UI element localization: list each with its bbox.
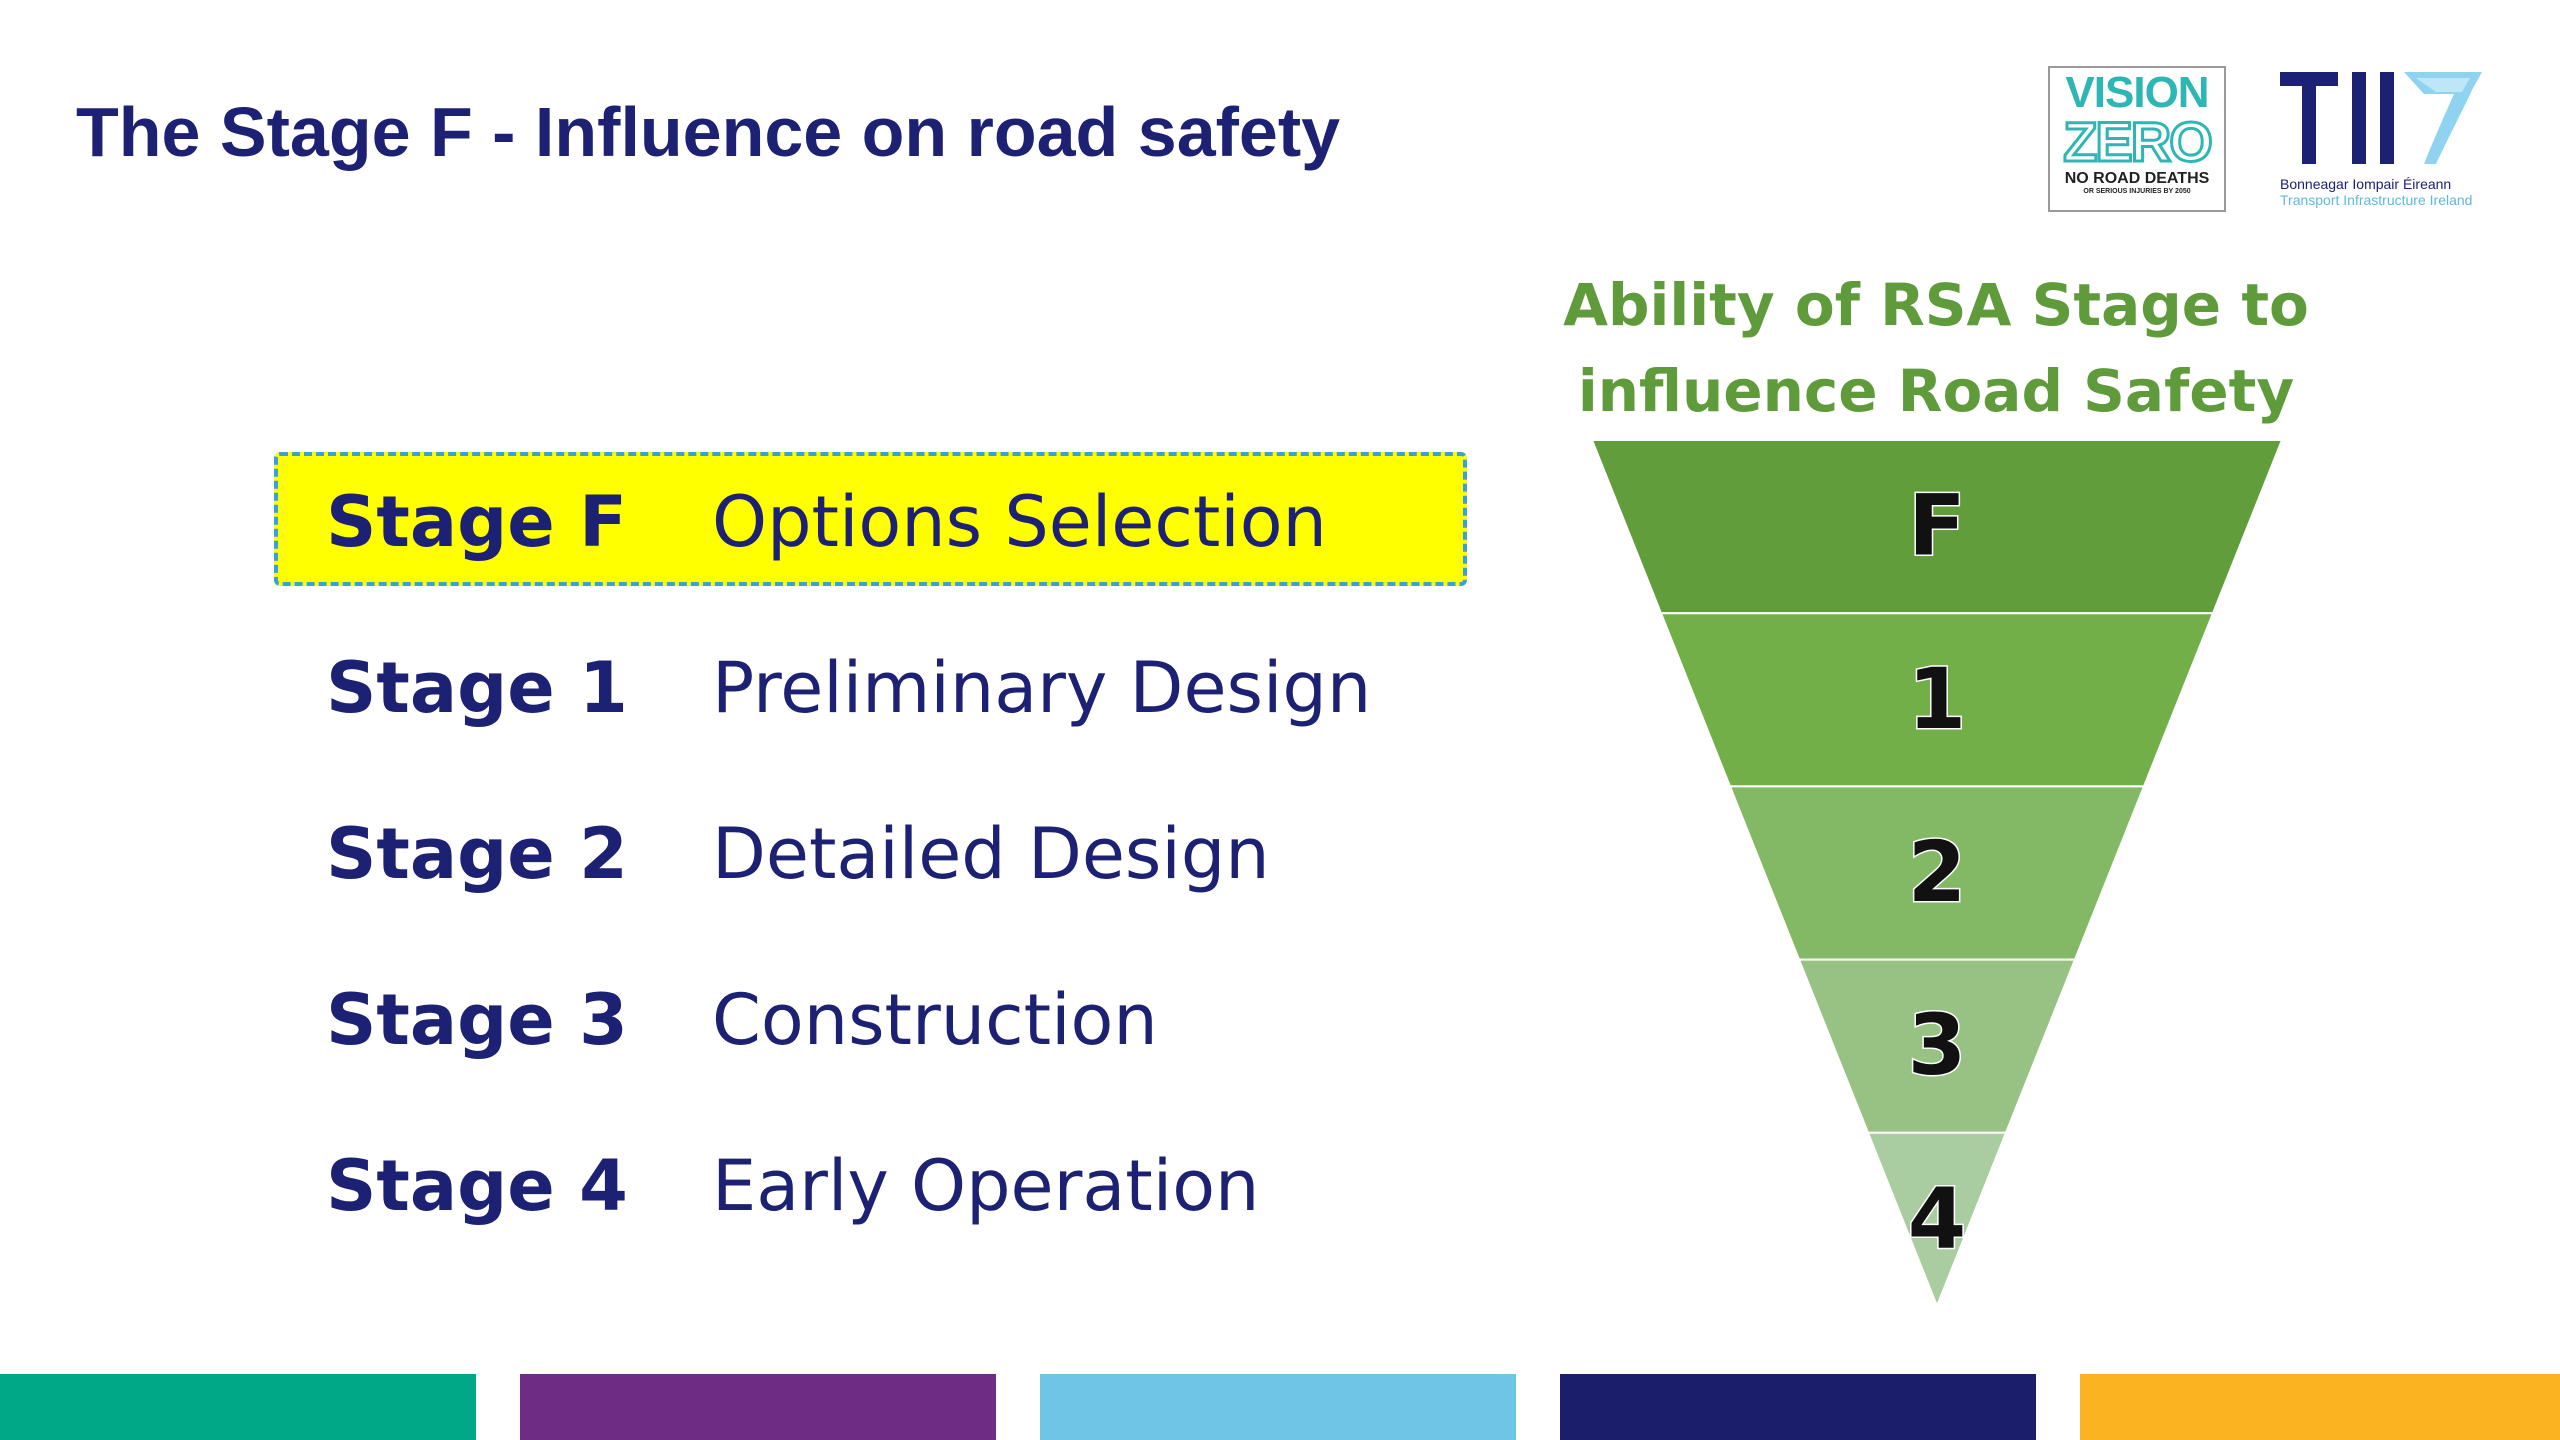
footer-color-bar [2080,1374,2560,1440]
funnel-title-line1: Ability of RSA Stage to [1563,271,2309,339]
vision-zero-logo: VISION ZERO NO ROAD DEATHS OR SERIOUS IN… [2048,66,2226,212]
tii-english-name: Transport Infrastructure Ireland [2280,192,2473,208]
stage-id: Stage 1 [326,647,628,729]
stage-row: Stage 2 Detailed Design [0,804,1500,904]
stage-id: Stage 3 [326,979,628,1061]
funnel-level-label: 1 [1908,650,1966,748]
stage-name: Options Selection [712,481,1327,563]
stage-id: Stage F [326,481,627,563]
stage-id: Stage 2 [326,813,628,895]
vision-zero-subtagline: OR SERIOUS INJURIES BY 2050 [2083,188,2191,195]
stage-row: Stage 3 Construction [0,970,1500,1070]
vision-zero-tagline: NO ROAD DEATHS [2064,170,2210,187]
stage-name: Preliminary Design [712,647,1372,729]
funnel-level-label: 3 [1908,996,1966,1094]
stage-row: Stage 4 Early Operation [0,1136,1500,1236]
funnel-level-label: F [1908,477,1965,575]
tii-irish-name: Bonneagar Iompair Éireann [2280,176,2452,192]
funnel-level-label: 2 [1908,823,1966,921]
stage-row: Stage 1 Preliminary Design [0,638,1500,738]
stage-id: Stage 4 [326,1145,628,1227]
funnel-level [1866,1131,2008,1309]
tii-logo: Bonneagar Iompair Éireann Transport Infr… [2276,64,2486,214]
footer-color-bar [0,1374,476,1440]
stage-row: Stage F Options Selection [0,472,1500,572]
vision-zero-logo-line2: ZERO [2062,110,2215,173]
footer-color-bar [1560,1374,2036,1440]
stage-name: Construction [712,979,1158,1061]
stage-name: Early Operation [712,1145,1260,1227]
funnel-title: Ability of RSA Stage to influence Road S… [1536,262,2336,434]
footer-color-bar [1040,1374,1516,1440]
slide-title: The Stage F - Influence on road safety [76,93,1341,171]
footer-color-bar [520,1374,996,1440]
stage-name: Detailed Design [712,813,1270,895]
tii-logo-mark [2280,72,2482,164]
stage-f-highlight [274,452,1467,586]
funnel-level-label: 4 [1908,1169,1966,1267]
vision-zero-logo-line1: VISION [2065,68,2209,117]
funnel-title-line2: influence Road Safety [1577,357,2295,425]
